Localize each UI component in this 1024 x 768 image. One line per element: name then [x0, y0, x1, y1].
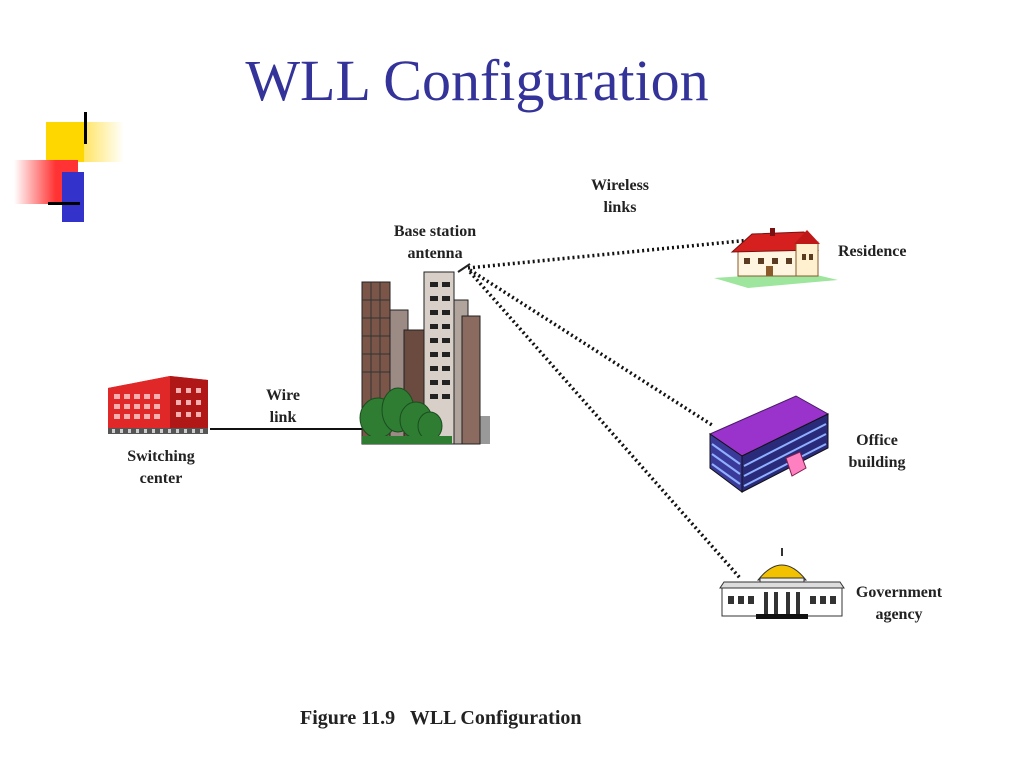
residence-label: Residence [838, 243, 907, 260]
switching-center-label: Switching center [127, 448, 195, 487]
title-text: WLL Configuration [245, 48, 709, 113]
government-agency-label: Government agency [855, 584, 943, 623]
office-building-icon [708, 395, 830, 493]
red-office-building-icon [108, 376, 208, 434]
wireless-links-label: Wireless links [590, 177, 650, 216]
wireless-link-government [468, 270, 742, 580]
wire-link-label: Wire link [265, 387, 301, 426]
wireless-links [467, 238, 751, 580]
house-icon [714, 228, 838, 288]
base-station-label: Base station antenna [393, 223, 477, 262]
domed-government-building-icon [719, 548, 845, 619]
slide-title: WLL Configuration [0, 52, 954, 110]
wireless-link-residence [467, 238, 751, 270]
figure-caption: Figure 11.9 WLL Configuration [300, 707, 582, 729]
city-towers-antenna-icon [359, 263, 490, 445]
decorative-corner-squares [0, 108, 130, 228]
wireless-link-office [469, 268, 713, 427]
office-building-label: Office building [848, 432, 906, 471]
